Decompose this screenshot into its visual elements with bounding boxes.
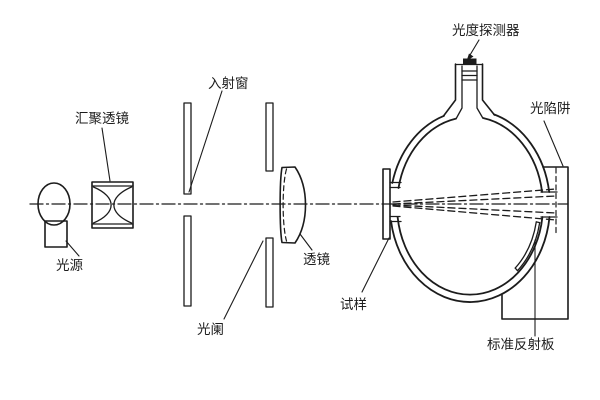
condenser-left-surface: [92, 186, 112, 224]
entrance-window-label: 入射窗: [208, 75, 249, 92]
light-trap-box: [501, 166, 569, 320]
condenser-right-surface: [113, 186, 133, 224]
standard-reflector-plate: [514, 221, 541, 272]
sample-leader-line: [361, 237, 390, 293]
lens-body: [279, 166, 307, 244]
aperture-leader-line: [223, 240, 264, 320]
entrance-window: [183, 102, 192, 307]
photometric-detector-element: [463, 58, 477, 65]
light-source-base: [44, 220, 68, 248]
specular-ray-fan: [392, 188, 557, 221]
photometric-detector-label: 光度探测器: [452, 23, 520, 39]
standard-reflector-label: 标准反射板: [487, 337, 555, 353]
aperture-slit-bottom: [265, 237, 274, 308]
integrating-sphere-inner-wall: [396, 117, 544, 296]
condenser-lens-label: 汇聚透镜: [75, 111, 129, 127]
condenser-lens: [91, 181, 134, 229]
detector-leader-arrowhead: [466, 53, 474, 61]
detector-port-tube: [442, 58, 496, 119]
light-trap-leader-line: [543, 120, 564, 167]
integrating-sphere-outer-wall: [390, 113, 551, 303]
ray-upper-inner: [392, 195, 557, 205]
sphere-entrance-port: [389, 181, 402, 223]
detector-leader: [466, 39, 480, 61]
light-source: [37, 182, 71, 248]
entrance-window-slit-bottom: [183, 215, 192, 307]
entrance-window-leader-line: [188, 90, 223, 193]
lens: [279, 166, 307, 244]
sample-label: 试样: [340, 297, 367, 313]
aperture-label: 光阑: [197, 322, 224, 338]
aperture-slit-top: [265, 102, 274, 172]
detector-leader-line: [469, 39, 480, 56]
ray-lower-outer: [392, 205, 557, 221]
light-source-label: 光源: [56, 258, 83, 274]
lens-leader-line: [299, 233, 313, 251]
entrance-window-slit-top: [183, 102, 192, 195]
light-source-bulb: [37, 182, 71, 226]
lens-back-rim-hidden-edge: [282, 168, 288, 242]
ray-upper-outer: [392, 188, 557, 203]
ray-lower-inner: [392, 204, 557, 214]
sphere-exit-port: [540, 191, 558, 218]
aperture-stop: [265, 102, 274, 308]
condenser-lens-housing: [91, 181, 134, 229]
sample-plate: [382, 168, 391, 240]
light-trap-label: 光陷阱: [530, 101, 571, 117]
lens-label: 透镜: [303, 252, 330, 268]
light-source-leader-line: [65, 240, 80, 257]
condenser-leader-line: [101, 127, 111, 182]
